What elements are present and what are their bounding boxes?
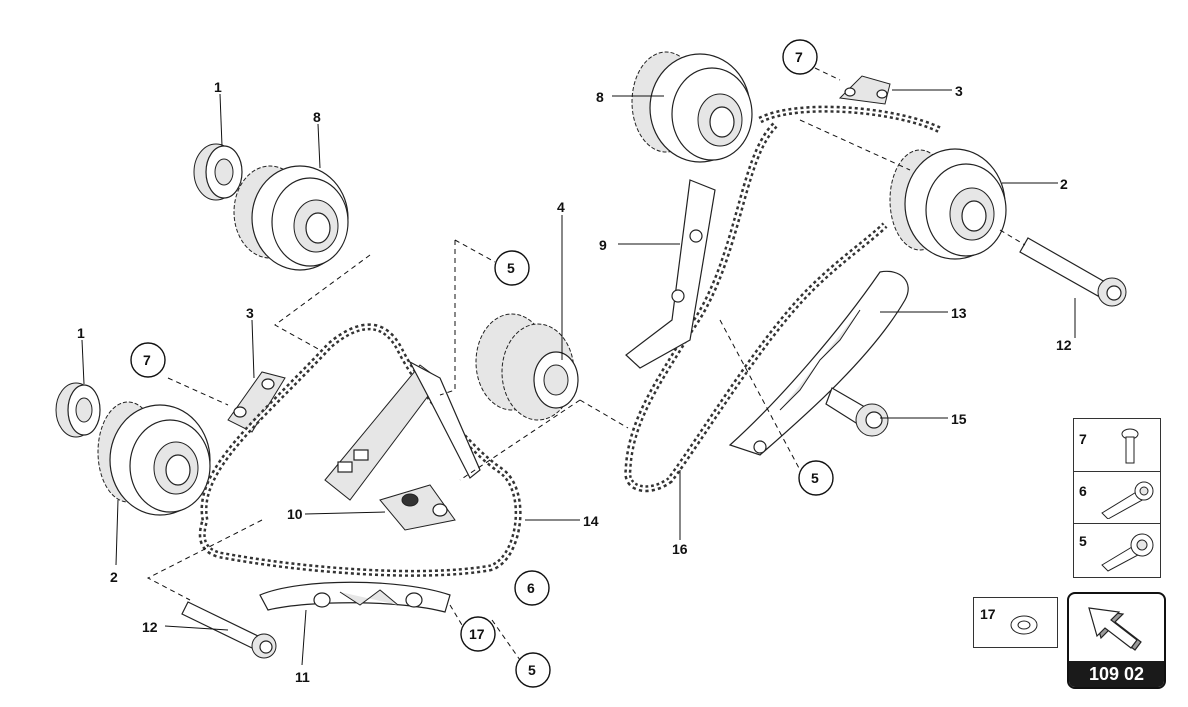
callout-numbers: 1 8 4 3 1 2 10 14 12 11 8 3 9 2 13 12 15… xyxy=(77,79,1072,685)
bolt-hex-flange-icon xyxy=(1101,533,1154,572)
section-code: 109 02 xyxy=(1069,661,1164,687)
callout-1-lower: 1 xyxy=(77,325,85,341)
part-3-left-bracket xyxy=(227,371,286,433)
part-15-tensioner-plunger xyxy=(825,387,889,437)
legend-number-5: 5 xyxy=(1079,533,1087,549)
part-10-tensioner xyxy=(379,484,456,531)
part-1-lower-ring xyxy=(55,382,101,438)
callout-6: 6 xyxy=(527,580,535,596)
bolt-short-icon xyxy=(1121,428,1139,464)
right-timing-chain xyxy=(624,105,942,493)
callout-14: 14 xyxy=(583,513,599,529)
callout-17: 17 xyxy=(469,626,485,642)
part-12-right-bolt xyxy=(1019,237,1127,307)
callout-13: 13 xyxy=(951,305,967,321)
callout-7-left: 7 xyxy=(143,352,151,368)
callout-8-upper: 8 xyxy=(313,109,321,125)
part-4-crank-sprocket xyxy=(475,313,579,421)
callout-5-c: 5 xyxy=(811,470,819,486)
callout-1-upper: 1 xyxy=(214,79,222,95)
callout-10: 10 xyxy=(287,506,303,522)
circled-callouts: 5 7 6 17 5 7 5 xyxy=(130,39,834,688)
callout-3-right: 3 xyxy=(955,83,963,99)
leader-lines xyxy=(81,89,1076,666)
callout-3-left: 3 xyxy=(246,305,254,321)
callout-12-right: 12 xyxy=(1056,337,1072,353)
part-8-upper-cam-sprocket xyxy=(233,165,349,271)
washer-icon xyxy=(1010,615,1038,635)
part-2-lower-cam-sprocket xyxy=(97,401,211,516)
part-1-upper-ring xyxy=(193,143,243,201)
legend-number-6: 6 xyxy=(1079,483,1087,499)
part-3-right-bracket xyxy=(838,75,891,105)
callout-12-lower: 12 xyxy=(142,619,158,635)
callout-15: 15 xyxy=(951,411,967,427)
callout-4: 4 xyxy=(557,199,565,215)
part-11-lower-guide xyxy=(259,581,451,613)
part-12-lower-bolt xyxy=(181,601,277,659)
callout-2-left: 2 xyxy=(110,569,118,585)
legend-number-7: 7 xyxy=(1079,431,1087,447)
left-guide-rail xyxy=(324,360,481,501)
callout-9: 9 xyxy=(599,237,607,253)
fastener-legend: 7 6 5 xyxy=(1073,418,1161,578)
callout-5-a: 5 xyxy=(507,260,515,276)
legend-number-17: 17 xyxy=(980,606,996,622)
callout-11: 11 xyxy=(295,669,310,685)
part-13-tensioner-rail xyxy=(728,270,909,456)
direction-arrow-icon xyxy=(1088,607,1142,651)
callout-16: 16 xyxy=(672,541,688,557)
callout-7-right: 7 xyxy=(795,49,803,65)
part-2-right-cam-sprocket xyxy=(889,148,1007,260)
callout-5-b: 5 xyxy=(528,662,536,678)
left-timing-chain xyxy=(198,323,522,577)
part-8-right-cam-sprocket xyxy=(631,51,753,163)
callout-8-right: 8 xyxy=(596,89,604,105)
washer-legend: 17 xyxy=(973,597,1058,648)
section-badge: 109 02 xyxy=(1067,592,1166,689)
callout-2-right: 2 xyxy=(1060,176,1068,192)
bolt-long-flange-icon xyxy=(1101,481,1154,519)
dashed-reference-lines xyxy=(146,67,1026,661)
part-9-guide-rail xyxy=(625,179,716,369)
